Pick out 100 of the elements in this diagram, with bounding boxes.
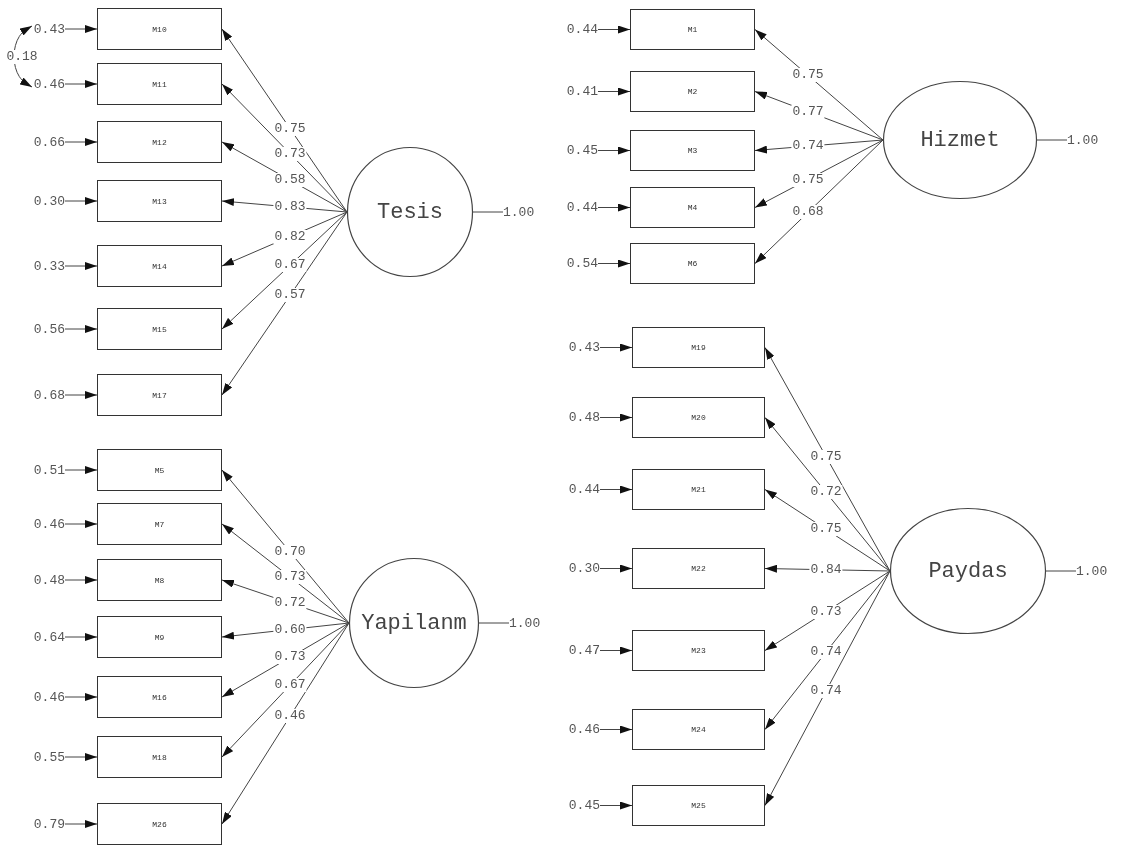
edge-label: 0.67 <box>273 678 307 693</box>
edge-label: 0.82 <box>273 229 307 244</box>
arrow <box>64 820 98 828</box>
edge-label: 0.46 <box>273 709 307 724</box>
observed-variable-box: M8 <box>97 559 222 601</box>
observed-variable-box: M5 <box>97 449 222 491</box>
edge-label: 0.75 <box>273 121 307 136</box>
observed-variable-box: M12 <box>97 121 222 163</box>
observed-variable-box: M4 <box>630 187 755 228</box>
arrow <box>599 413 633 422</box>
observed-variable-box: M22 <box>632 548 765 589</box>
error-variance-value: 0.68 <box>25 386 65 404</box>
arrow <box>64 693 98 701</box>
observed-variable-box: M16 <box>97 676 222 718</box>
error-variance-value: 0.46 <box>25 75 65 93</box>
edge-label: 0.68 <box>791 205 825 220</box>
observed-variable-box: M25 <box>632 785 765 826</box>
error-variance-value: 0.33 <box>25 257 65 275</box>
error-variance-value: 0.51 <box>25 461 65 479</box>
edge-label: 0.74 <box>809 684 843 699</box>
edge-label: 0.67 <box>273 258 307 273</box>
error-variance-value: 0.79 <box>25 815 65 833</box>
edge-label: 0.70 <box>273 544 307 559</box>
arrow <box>599 564 633 573</box>
observed-variable-box: M13 <box>97 180 222 222</box>
arrow <box>599 343 633 352</box>
observed-variable-box: M17 <box>97 374 222 416</box>
arrow <box>599 485 633 494</box>
observed-variable-box: M19 <box>632 327 765 368</box>
observed-variable-box: M20 <box>632 397 765 438</box>
observed-variable-box: M9 <box>97 616 222 658</box>
arrow <box>64 25 98 33</box>
arrow <box>597 146 631 155</box>
error-variance-value: 0.66 <box>25 133 65 151</box>
edge-label: 0.75 <box>791 68 825 83</box>
arrow <box>64 466 98 474</box>
edge-label: 0.75 <box>791 172 825 187</box>
arrow <box>754 29 884 141</box>
edge-label: 0.73 <box>273 650 307 665</box>
edge-label: 0.73 <box>273 146 307 161</box>
error-variance-value: 0.30 <box>560 559 600 578</box>
arrow <box>764 347 891 572</box>
arrow <box>221 211 348 330</box>
edge-label: 0.75 <box>809 449 843 464</box>
edge-label: 0.75 <box>809 522 843 537</box>
edge-label: 0.77 <box>791 104 825 119</box>
arrow <box>221 83 348 213</box>
edge-label: 0.58 <box>273 173 307 188</box>
edge-label: 0.73 <box>273 570 307 584</box>
observed-variable-box: M21 <box>632 469 765 510</box>
arrow <box>754 139 884 264</box>
arrow <box>64 262 98 270</box>
edge-label: 0.73 <box>809 604 843 619</box>
arrow <box>599 646 633 655</box>
arrow <box>64 633 98 641</box>
error-variance-value: 0.48 <box>25 571 65 589</box>
latent-variable-ellipse: Paydas <box>890 508 1046 634</box>
arrow <box>597 259 631 268</box>
error-variance-value: 0.41 <box>558 82 598 101</box>
error-variance-value: 0.44 <box>558 20 598 39</box>
error-variance-value: 0.46 <box>560 720 600 739</box>
arrow <box>599 725 633 734</box>
observed-variable-box: M24 <box>632 709 765 750</box>
latent-variable-ellipse: Tesis <box>347 147 473 277</box>
error-variance-value: 0.46 <box>25 688 65 706</box>
latent-variable-ellipse: Hizmet <box>883 81 1037 199</box>
observed-variable-box: M26 <box>97 803 222 845</box>
arrow <box>64 325 98 333</box>
observed-variable-box: M7 <box>97 503 222 545</box>
error-variance-value: 0.44 <box>558 198 598 217</box>
arrow <box>64 576 98 584</box>
edge-label: 0.72 <box>273 596 307 610</box>
arrow <box>764 570 891 730</box>
arrow <box>64 391 98 399</box>
error-variance-value: 0.45 <box>560 796 600 815</box>
arrow <box>221 469 350 624</box>
error-variance-value: 0.30 <box>25 192 65 210</box>
arrow <box>597 25 631 34</box>
arrow <box>221 622 350 758</box>
error-variance-value: 0.45 <box>558 141 598 160</box>
error-variance-value: 0.55 <box>25 748 65 766</box>
error-variance-value: 0.43 <box>25 20 65 38</box>
arrow <box>599 801 633 810</box>
observed-variable-box: M6 <box>630 243 755 284</box>
error-variance-value: 0.64 <box>25 628 65 646</box>
observed-variable-box: M11 <box>97 63 222 105</box>
observed-variable-box: M14 <box>97 245 222 287</box>
variance-value: 1.00 <box>1076 562 1116 580</box>
error-variance-value: 0.44 <box>560 480 600 499</box>
observed-variable-box: M3 <box>630 130 755 171</box>
arrow <box>64 138 98 146</box>
arrow <box>64 753 98 761</box>
latent-variable-ellipse: Yapilanm <box>349 558 479 688</box>
observed-variable-box: M15 <box>97 308 222 350</box>
variance-value: 1.00 <box>509 614 549 632</box>
arrow <box>597 203 631 212</box>
arrow <box>597 87 631 96</box>
arrow <box>764 570 891 806</box>
variance-value: 1.00 <box>1067 131 1107 149</box>
observed-variable-box: M10 <box>97 8 222 50</box>
